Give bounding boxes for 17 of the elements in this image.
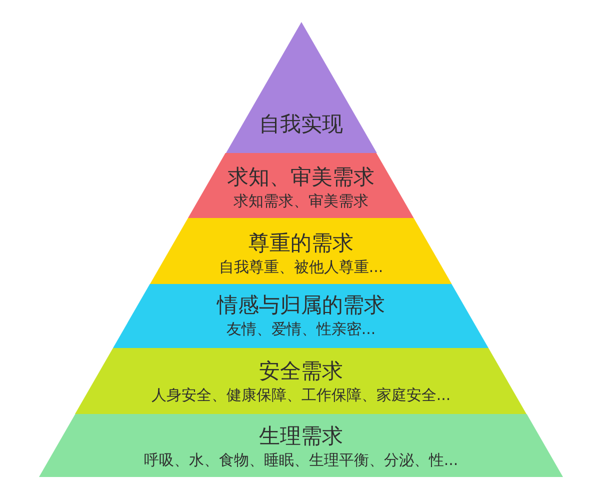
tier-description: 友情、爱情、性亲密... — [226, 320, 376, 338]
tier-description: 人身安全、健康保障、工作保障、家庭安全... — [151, 386, 451, 404]
tier-description: 自我尊重、被他人尊重... — [218, 258, 384, 276]
pyramid-tier — [39, 414, 563, 477]
tier-title: 求知、审美需求 — [227, 165, 374, 189]
tier-title: 尊重的需求 — [248, 231, 354, 255]
pyramid-tier — [188, 153, 414, 218]
tier-title: 情感与归属的需求 — [216, 293, 385, 317]
tier-title: 安全需求 — [258, 359, 343, 383]
tier-title: 自我实现 — [258, 112, 343, 136]
tier-description: 求知需求、审美需求 — [233, 192, 368, 210]
pyramid-apex — [226, 22, 376, 153]
pyramid-tier — [75, 348, 527, 414]
tier-description: 呼吸、水、食物、睡眠、生理平衡、分泌、性... — [144, 451, 458, 469]
tier-title: 生理需求 — [259, 424, 343, 448]
pyramid-tier — [150, 218, 452, 284]
pyramid-tier — [113, 284, 489, 348]
